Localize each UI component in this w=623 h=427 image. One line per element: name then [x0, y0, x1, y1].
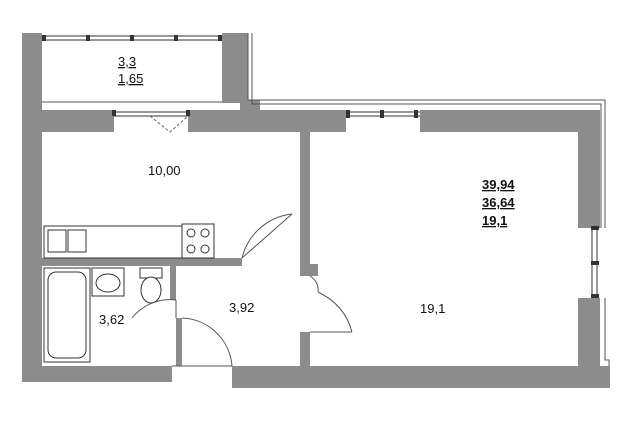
living-door	[309, 275, 353, 333]
hall-area-label: 3,92	[229, 300, 254, 315]
balcony-area-label: 3,3	[118, 54, 136, 69]
living-area-label: 19,1	[482, 213, 507, 228]
balcony	[22, 33, 248, 110]
entrance-door	[172, 317, 233, 367]
living-room-area-label: 19,1	[420, 301, 445, 316]
toilet-icon	[139, 267, 163, 304]
total-area-label: 39,94	[482, 177, 515, 192]
window-living-top	[346, 110, 420, 118]
bathroom-area-label: 3,62	[99, 312, 124, 327]
walls	[22, 33, 610, 388]
kitchen-door	[241, 213, 293, 259]
window-living-right	[591, 226, 599, 298]
balcony-reduced-area-label: 1,65	[118, 71, 143, 86]
stove-icon	[181, 223, 215, 259]
sink-icon	[91, 267, 125, 297]
bathtub-icon	[43, 267, 91, 363]
area-summary: 39,94 36,64 19,1	[482, 177, 515, 228]
kitchen-area-label: 10,00	[148, 163, 181, 178]
balcony-door	[112, 110, 190, 133]
living-total-label: 36,64	[482, 195, 515, 210]
